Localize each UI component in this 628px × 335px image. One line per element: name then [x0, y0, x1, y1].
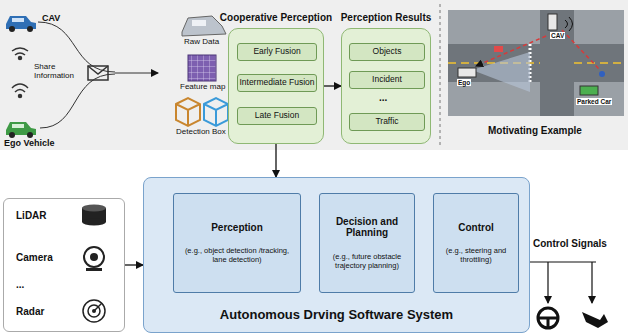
process-box: Early Fusion: [237, 43, 317, 61]
node-title: Traffic: [375, 117, 398, 127]
data-label: Detection Box: [176, 128, 226, 137]
detection-box-icon: [176, 98, 228, 126]
process-box: Intermediate Fusion: [237, 74, 317, 92]
cav-car: [6, 16, 36, 32]
divider: [440, 4, 441, 146]
annotation: Share Information: [34, 63, 86, 81]
process-box: Control (e.g., steering and throttling): [433, 193, 519, 293]
sensor-icons: [82, 205, 106, 323]
result-box: Objects: [349, 43, 425, 61]
sensor-box: LiDAR Camera... Radar: [3, 198, 125, 332]
node-description: (e.g., object detection /tracking, lane …: [179, 247, 295, 264]
top-panel: [0, 0, 628, 150]
node-title: Decision and Planning: [325, 216, 409, 239]
result-box: Incident: [349, 71, 425, 89]
connector-arrow: [275, 144, 276, 177]
signal-icons: [12, 48, 108, 98]
raw-data-icon: [182, 16, 226, 36]
node-title: Control: [458, 222, 494, 234]
process-box: Perception (e.g., object detection /track…: [173, 193, 301, 293]
ego-car: [6, 122, 36, 138]
data-label: Raw Data: [184, 38, 219, 47]
node-description: (e.g., steering and throttling): [439, 247, 513, 264]
node-title: Incident: [372, 75, 402, 85]
result-box: Traffic: [349, 113, 425, 131]
node-title: Perception: [211, 222, 263, 234]
system-box: Autonomous Drving Software System Percept…: [143, 177, 530, 333]
vehicle-label: Ego Vehicle: [4, 139, 55, 149]
node-description: ...: [16, 279, 24, 291]
group-box: Perception ResultsObjectsIncidentTraffic: [341, 28, 431, 144]
node-title: Late Fusion: [255, 111, 299, 121]
pedal-icon: [582, 312, 608, 328]
scene-label: Ego: [457, 79, 471, 86]
node-title: Objects: [373, 47, 402, 57]
node-title: Autonomous Drving Software System: [144, 308, 529, 323]
process-box: Late Fusion: [237, 107, 317, 125]
group-box: Cooperative PerceptionEarly FusionInterm…: [228, 28, 324, 144]
node-description: (e.g., future obstacle trajectory planni…: [325, 253, 409, 270]
data-label: Feature map: [180, 83, 225, 92]
steering-wheel-icon: [538, 308, 558, 328]
motivating-example-illustration: [448, 10, 624, 116]
connector-arrow: [125, 264, 143, 265]
node-description: Radar: [16, 306, 44, 318]
node-title: Cooperative Perception: [220, 12, 332, 24]
node-title: LiDAR: [16, 210, 47, 222]
share-arrow: [115, 73, 158, 74]
node-title: Early Fusion: [253, 47, 300, 57]
connector-arrow: [324, 85, 341, 86]
scene-label: CAV: [550, 32, 565, 39]
node-title: Intermediate Fusion: [239, 78, 314, 88]
scene-label: Parked Car: [576, 98, 612, 105]
ellipsis: ...: [379, 92, 387, 103]
figure-caption: Motivating Example: [488, 125, 582, 136]
signal-label: Control Signals: [533, 238, 607, 249]
process-box: Decision and Planning (e.g., future obsta…: [319, 193, 415, 293]
node-description: Camera: [16, 252, 53, 264]
vehicle-label: CAV: [42, 14, 60, 24]
feature-map-icon: [188, 55, 216, 81]
node-title: Perception Results: [341, 12, 432, 24]
